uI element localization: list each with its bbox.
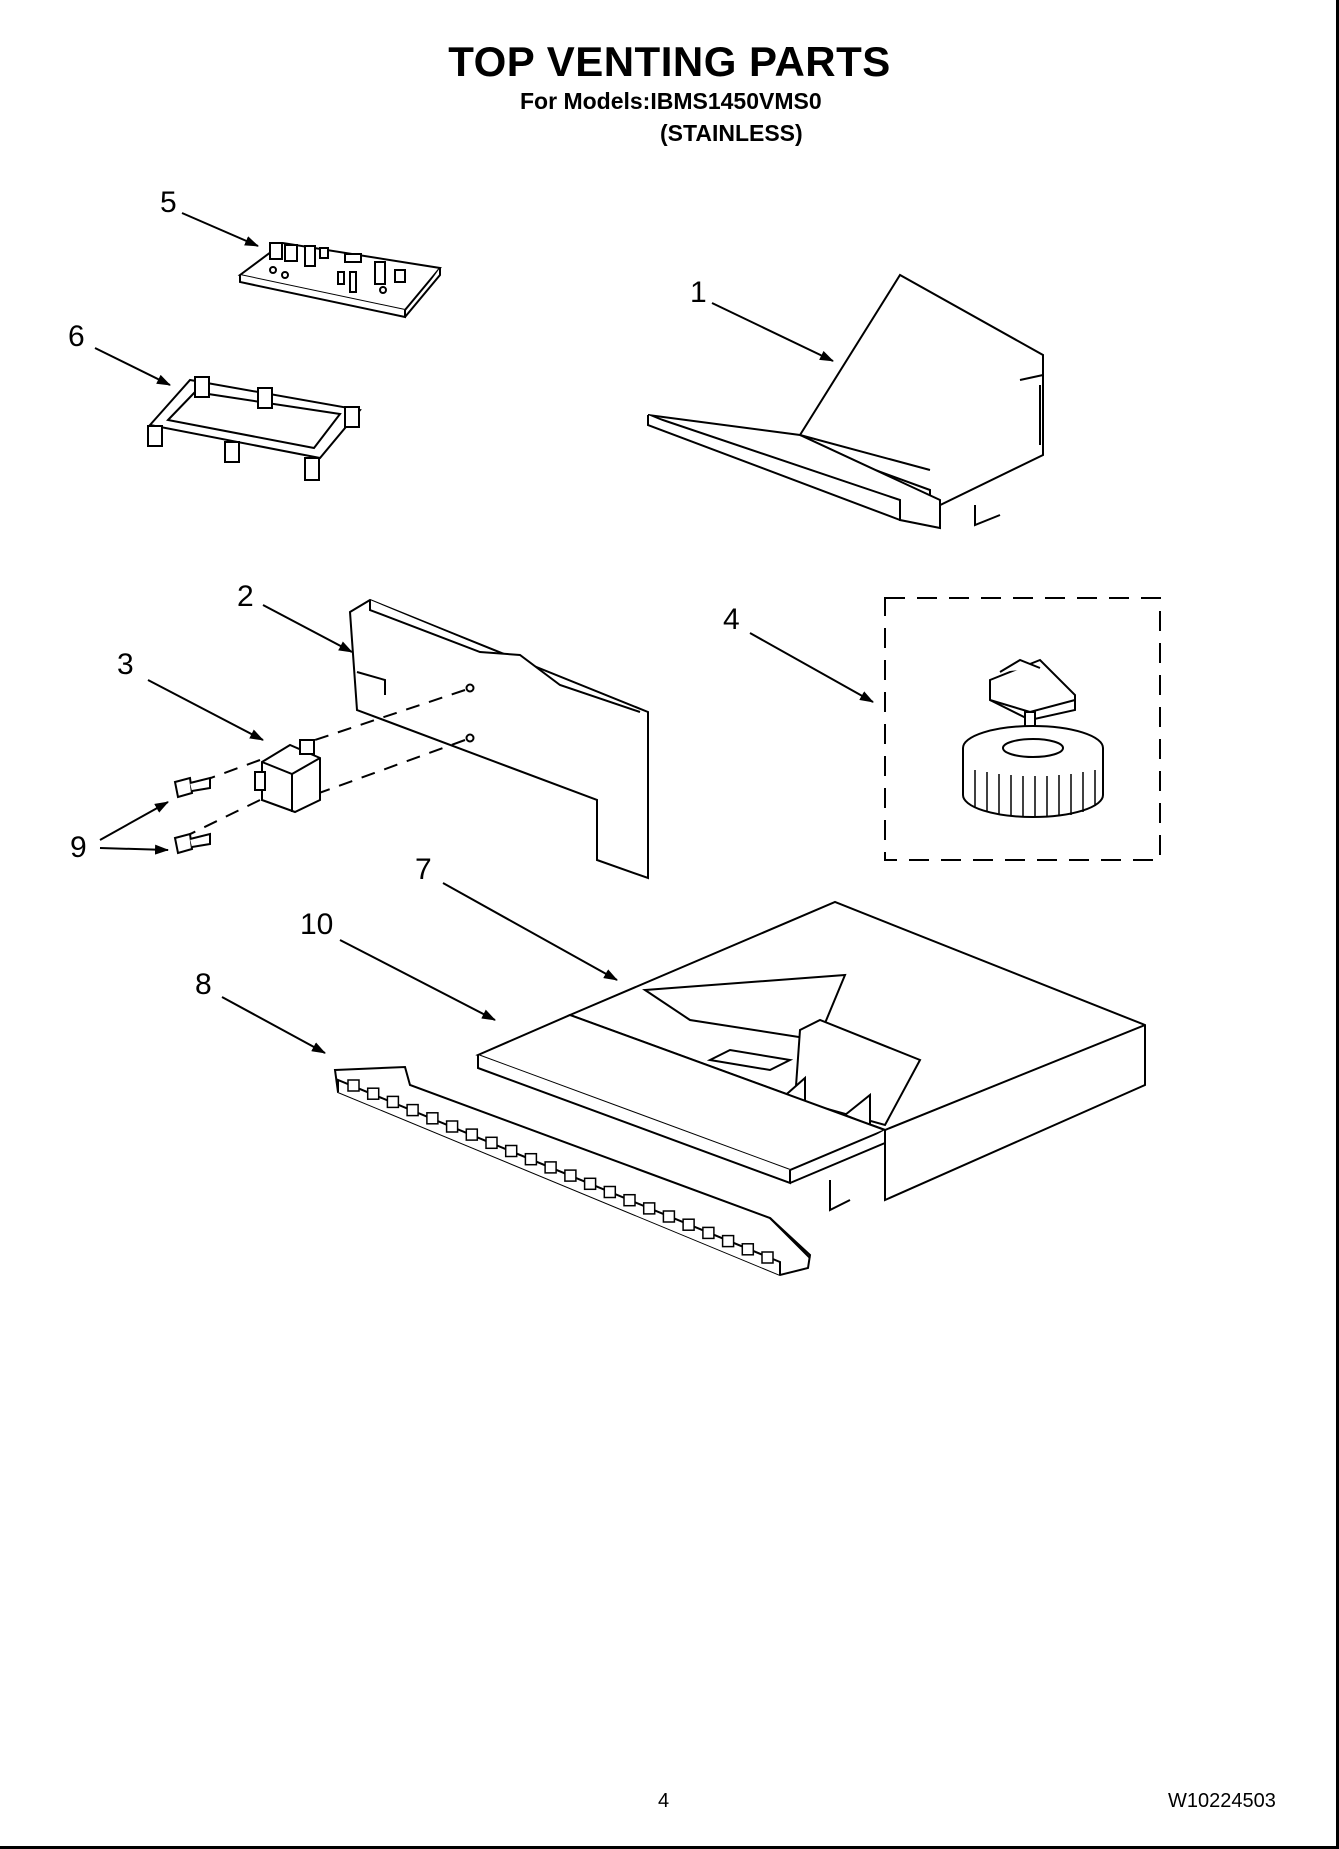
grille-slot	[721, 1234, 735, 1248]
grille-slot	[386, 1095, 400, 1109]
grille-slot	[544, 1161, 557, 1174]
callout-7: 7	[415, 853, 432, 886]
leader-2	[262, 604, 353, 653]
grille-slot	[603, 1185, 617, 1199]
part-4-blower-assembly	[884, 597, 1161, 861]
leader-7	[442, 882, 618, 981]
grille-slot	[426, 1112, 439, 1125]
callout-9: 9	[70, 831, 87, 864]
leader-3	[147, 679, 264, 741]
callout-1: 1	[690, 276, 707, 309]
callout-8: 8	[195, 968, 212, 1001]
footer-document-number: W10224503	[1168, 1790, 1276, 1812]
part-9-screws	[173, 776, 211, 855]
footer-page-number: 4	[658, 1790, 670, 1812]
leader-8	[221, 996, 326, 1054]
leader-9b	[99, 844, 169, 855]
grille-slot	[465, 1128, 479, 1141]
leader-6	[94, 347, 171, 386]
grille-slot	[702, 1226, 715, 1240]
grille-slot	[406, 1103, 419, 1117]
callout-3: 3	[117, 648, 134, 681]
grille-slot	[485, 1136, 498, 1150]
grille-slot	[682, 1218, 695, 1231]
callout-5: 5	[160, 186, 177, 219]
grille-slot	[761, 1251, 774, 1264]
callout-6: 6	[68, 320, 85, 353]
callout-4: 4	[723, 603, 740, 636]
grille-slot	[366, 1087, 380, 1100]
part-1-vent-duct	[647, 273, 1044, 530]
grille-slot	[741, 1243, 755, 1256]
leader-9a	[99, 801, 169, 841]
grille-slot	[564, 1169, 577, 1182]
callout-10: 10	[300, 908, 334, 941]
grille-slot	[642, 1202, 656, 1215]
page-title: TOP VENTING PARTS	[448, 38, 891, 85]
part-6-bracket-frame	[147, 376, 362, 481]
part-3-relay	[254, 739, 321, 814]
leader-1	[711, 302, 834, 362]
grille-slot	[445, 1120, 459, 1133]
leader-lines	[94, 212, 874, 1054]
grille-slot	[662, 1210, 676, 1223]
part-8-grille-slots	[347, 1079, 774, 1264]
models-line: For Models:IBMS1450VMS0	[520, 88, 822, 114]
grille-slot	[524, 1152, 538, 1166]
part-2-panel	[348, 598, 649, 880]
variant-label: (STAINLESS)	[660, 120, 803, 146]
leader-10	[339, 939, 496, 1021]
grille-slot	[347, 1079, 360, 1092]
part-10-top-panel	[475, 1013, 888, 1212]
callout-2: 2	[237, 580, 254, 613]
leader-4	[749, 632, 874, 703]
leader-5	[181, 212, 259, 247]
grille-slot	[583, 1177, 597, 1191]
part-5-control-board	[237, 241, 442, 319]
grille-slot	[623, 1193, 636, 1207]
grille-slot	[504, 1144, 518, 1158]
